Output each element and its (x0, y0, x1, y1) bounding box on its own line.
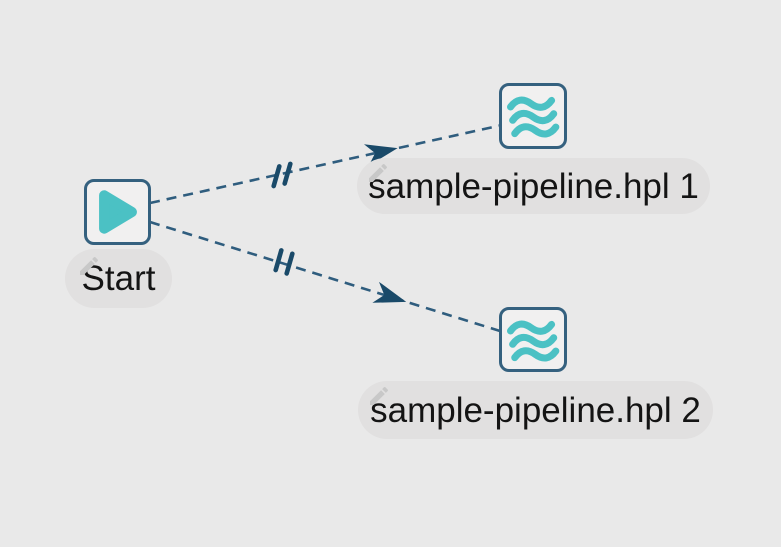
waves-icon (507, 320, 560, 361)
edit-pencil-icon (369, 163, 388, 182)
action-pipeline1-label[interactable]: sample-pipeline.hpl 1 (357, 158, 710, 214)
action-pipeline1-node[interactable] (499, 83, 567, 149)
edit-pencil-icon (80, 256, 99, 275)
action-label-text: sample-pipeline.hpl 2 (370, 390, 701, 430)
action-label-text: sample-pipeline.hpl 1 (368, 166, 699, 206)
play-icon (98, 190, 137, 234)
edit-pencil-icon (370, 386, 389, 405)
action-start-node[interactable] (84, 179, 151, 245)
hop-arrow-icon (372, 281, 407, 303)
hop-dashed-line (149, 124, 501, 205)
hop-dashed-line (149, 220, 501, 333)
waves-icon (507, 96, 560, 138)
action-start-label[interactable]: Start (65, 249, 172, 308)
parallel-execution-marker (271, 161, 293, 189)
parallel-execution-marker (273, 248, 295, 276)
hop-start-to-pipeline2[interactable] (149, 220, 501, 333)
action-pipeline2-label[interactable]: sample-pipeline.hpl 2 (358, 381, 713, 439)
action-pipeline2-node[interactable] (499, 307, 567, 372)
action-label-text: Start (81, 259, 156, 298)
